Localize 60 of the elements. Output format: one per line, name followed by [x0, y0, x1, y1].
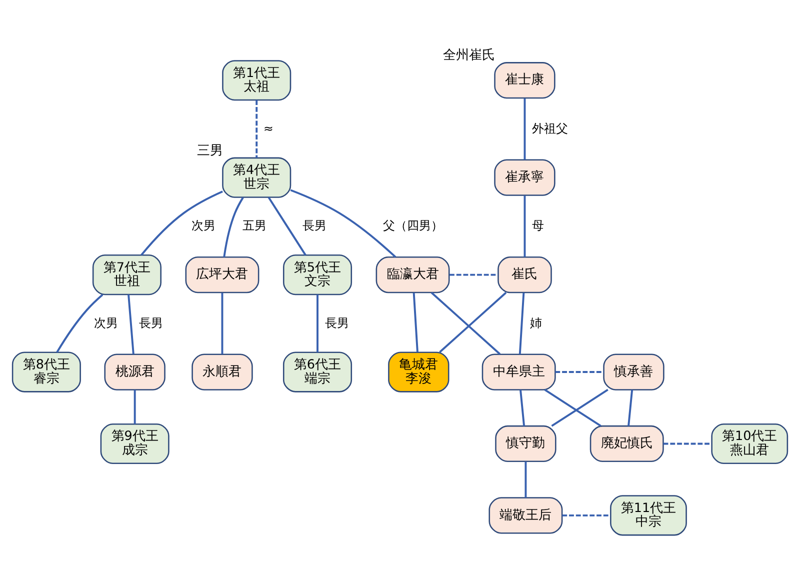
node-box: 第6代王 端宗: [282, 352, 352, 392]
edge-label: ≈: [263, 122, 274, 136]
connector: [316, 294, 318, 352]
connector: [134, 390, 136, 424]
node-box: 第11代王 中宗: [610, 495, 687, 536]
connector: [412, 292, 418, 352]
node-box: 廃妃慎氏: [590, 425, 664, 462]
node-box: 第4代王 世宗: [222, 157, 292, 198]
connector: [450, 274, 498, 276]
connector: [663, 442, 712, 445]
node-box: 第8代王 睿宗: [12, 352, 81, 392]
node-box: 端敬王后: [488, 497, 563, 534]
node-box: 臨瀛大君: [376, 256, 450, 294]
connector: [562, 514, 610, 516]
connector: [56, 294, 104, 353]
node-box: 崔承寧: [494, 159, 556, 196]
node-box: 永順君: [192, 354, 253, 390]
connector: [518, 292, 525, 354]
edge-label: 五男: [242, 218, 266, 233]
node-box: 慎守勤: [495, 425, 556, 462]
node-box: 中牟県主: [482, 354, 556, 390]
node-box: 広坪大君: [185, 256, 260, 294]
node-label: 三男: [196, 143, 223, 158]
node-box: 第1代王 太祖: [222, 60, 292, 101]
connector: [128, 294, 134, 354]
node-box: 慎承善: [603, 354, 664, 390]
connector: [256, 100, 258, 158]
connector: [551, 388, 608, 427]
node-box: 亀城君 李浚: [388, 352, 450, 392]
node-box: 第9代王 成宗: [100, 423, 170, 464]
connector: [140, 190, 223, 256]
node-box: 第7代王 世祖: [92, 254, 162, 296]
edge-label: 次男: [191, 218, 216, 233]
edge-label: 外祖父: [532, 122, 568, 136]
connector: [290, 189, 396, 258]
connector: [268, 196, 306, 256]
edge-label: 長男: [139, 316, 164, 330]
connector: [221, 292, 224, 354]
node-box: 崔士康: [494, 62, 556, 99]
node-box: 崔氏: [498, 256, 552, 294]
node-box: 第10代王 燕山君: [711, 423, 788, 464]
edge-label: 長男: [324, 316, 349, 330]
edge-label: 父（四男）: [382, 218, 443, 233]
connector: [555, 371, 604, 374]
node-box: 第5代王 文宗: [282, 254, 352, 296]
connector: [520, 390, 526, 426]
node-box: 桃源君: [104, 354, 166, 390]
connector: [439, 292, 507, 353]
connector: [628, 390, 634, 426]
connector: [544, 388, 602, 427]
connector: [524, 98, 526, 160]
edge-label: 姉: [530, 316, 542, 330]
edge-label: 長男: [302, 218, 326, 233]
connector: [524, 196, 526, 257]
node-label: 全州崔氏: [443, 48, 496, 64]
connector: [223, 197, 244, 258]
connector: [430, 292, 501, 355]
edge-label: 次男: [94, 316, 118, 330]
connector: [524, 462, 527, 498]
edge-label: 母: [532, 218, 544, 233]
